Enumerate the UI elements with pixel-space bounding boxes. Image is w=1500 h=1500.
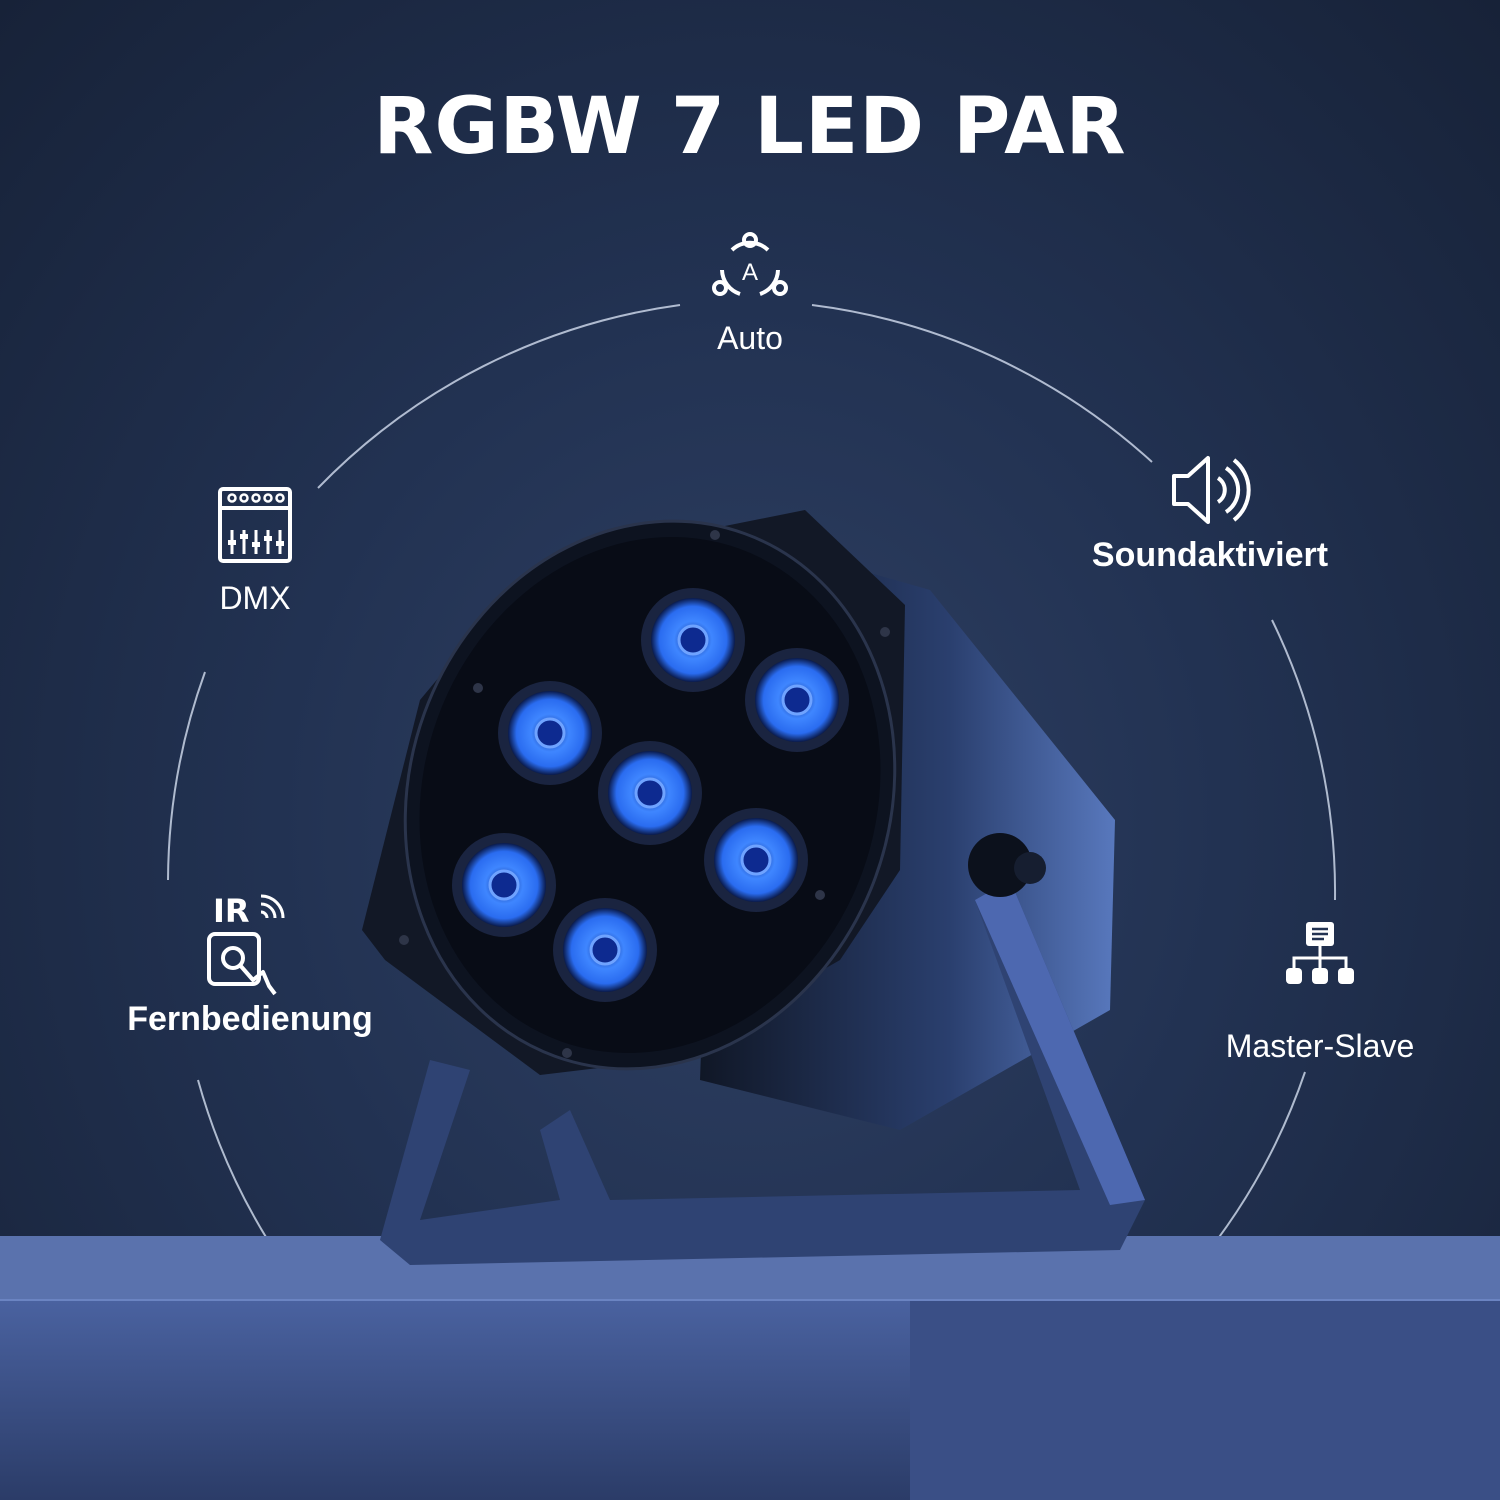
speaker-icon xyxy=(1172,456,1251,524)
feature-dmx: DMX xyxy=(155,486,355,617)
ir-icon-text: IR xyxy=(213,892,250,930)
led-6 xyxy=(452,833,556,937)
feature-dmx-label: DMX xyxy=(219,580,291,616)
tilt-knob xyxy=(968,833,1032,897)
feature-remote: IR Fernbedienung xyxy=(95,890,405,1039)
led-7 xyxy=(553,898,657,1002)
feature-sound: Soundaktiviert xyxy=(1060,452,1360,575)
auto-icon-letter: A xyxy=(742,259,758,286)
dmx-controller-icon xyxy=(218,487,292,563)
fixture-yoke xyxy=(380,880,1145,1265)
stage-block-left xyxy=(0,1300,910,1500)
stage-block-right xyxy=(910,1300,1500,1500)
page-title: RGBW 7 LED PAR xyxy=(373,82,1127,172)
auto-mode-icon: A xyxy=(712,232,788,296)
feature-master-slave: Master-Slave xyxy=(1200,920,1440,1065)
led-1 xyxy=(641,588,745,692)
network-hierarchy-icon xyxy=(1286,922,1354,984)
led-3 xyxy=(498,681,602,785)
led-4 xyxy=(598,741,702,845)
led-array xyxy=(452,588,849,1002)
feature-remote-label: Fernbedienung xyxy=(127,1000,373,1038)
led-2 xyxy=(745,648,849,752)
feature-sound-label: Soundaktiviert xyxy=(1091,536,1329,574)
feature-auto-label: Auto xyxy=(717,320,783,356)
ir-remote-icon: IR xyxy=(207,892,285,996)
led-5 xyxy=(704,808,808,912)
feature-master-slave-label: Master-Slave xyxy=(1225,1028,1415,1064)
feature-auto: A Auto xyxy=(650,230,850,357)
